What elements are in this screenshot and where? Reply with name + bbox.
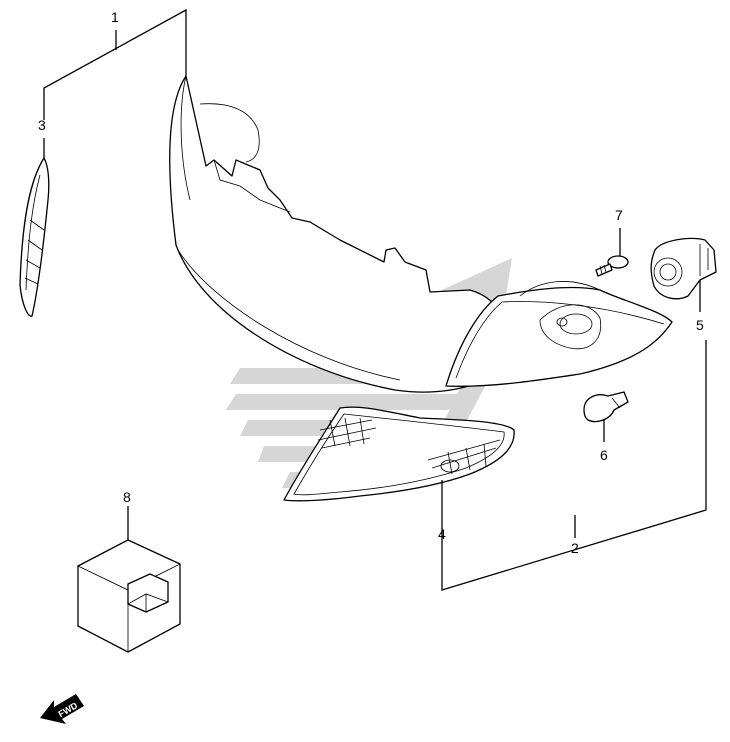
- callout-2: 2: [571, 540, 579, 556]
- fwd-arrow-icon: FWD: [40, 694, 84, 724]
- part-5-bulb-socket: [650, 237, 717, 300]
- callout-5: 5: [696, 317, 704, 333]
- leader-lines: [43, 8, 707, 591]
- part-7-screw: [595, 255, 629, 277]
- callout-3: 3: [38, 117, 46, 133]
- part-6-bulb: [583, 391, 629, 423]
- part-8-relay: [77, 539, 181, 653]
- callout-4: 4: [438, 526, 446, 542]
- callout-7: 7: [615, 207, 623, 223]
- part-2-signal-housing: [445, 281, 673, 387]
- callout-1: 1: [111, 9, 119, 25]
- part-1-headlight-housing: [169, 75, 508, 393]
- callout-8: 8: [123, 489, 131, 505]
- callout-6: 6: [600, 447, 608, 463]
- part-3-side-reflector: [19, 157, 50, 317]
- part-4-signal-lens: [283, 406, 515, 502]
